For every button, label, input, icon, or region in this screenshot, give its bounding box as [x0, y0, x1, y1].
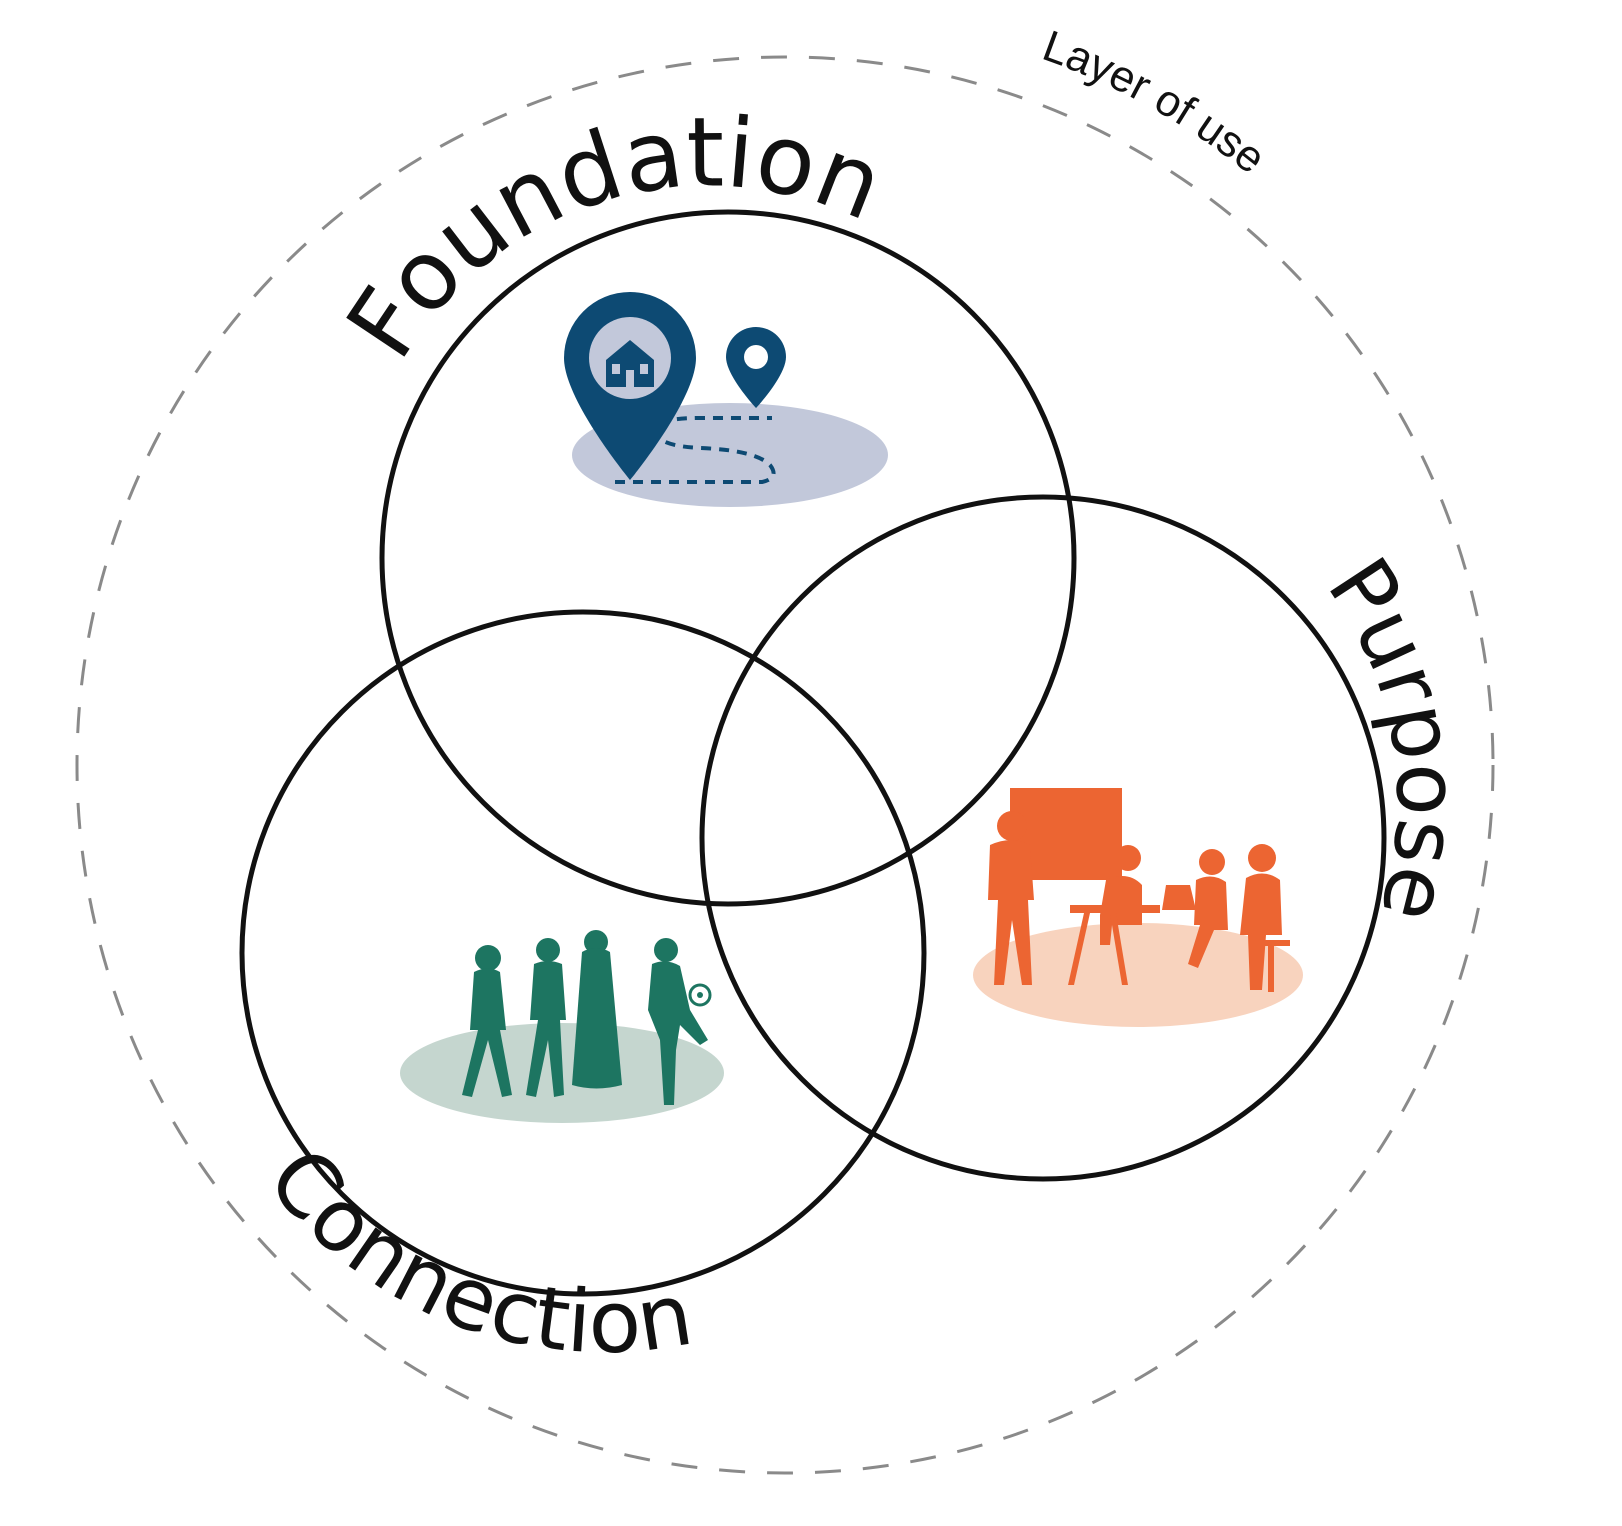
outer-label-text: Layer of use — [1037, 21, 1275, 183]
foundation-icon-group — [564, 292, 888, 507]
purpose-label-text: Purpose — [1308, 541, 1477, 932]
outer-dashed-circle — [77, 57, 1493, 1473]
foundation-circle — [382, 212, 1074, 904]
outer-label: Layer of use — [1037, 21, 1275, 183]
connection-label-text: Connection — [248, 1130, 699, 1374]
purpose-label: Purpose — [1308, 541, 1477, 932]
connection-icon-group — [400, 930, 724, 1123]
purpose-icon-group — [973, 788, 1303, 1027]
people-walking-icon — [462, 930, 710, 1105]
connection-label: Connection — [248, 1130, 699, 1374]
small-location-pin-icon — [726, 327, 786, 408]
